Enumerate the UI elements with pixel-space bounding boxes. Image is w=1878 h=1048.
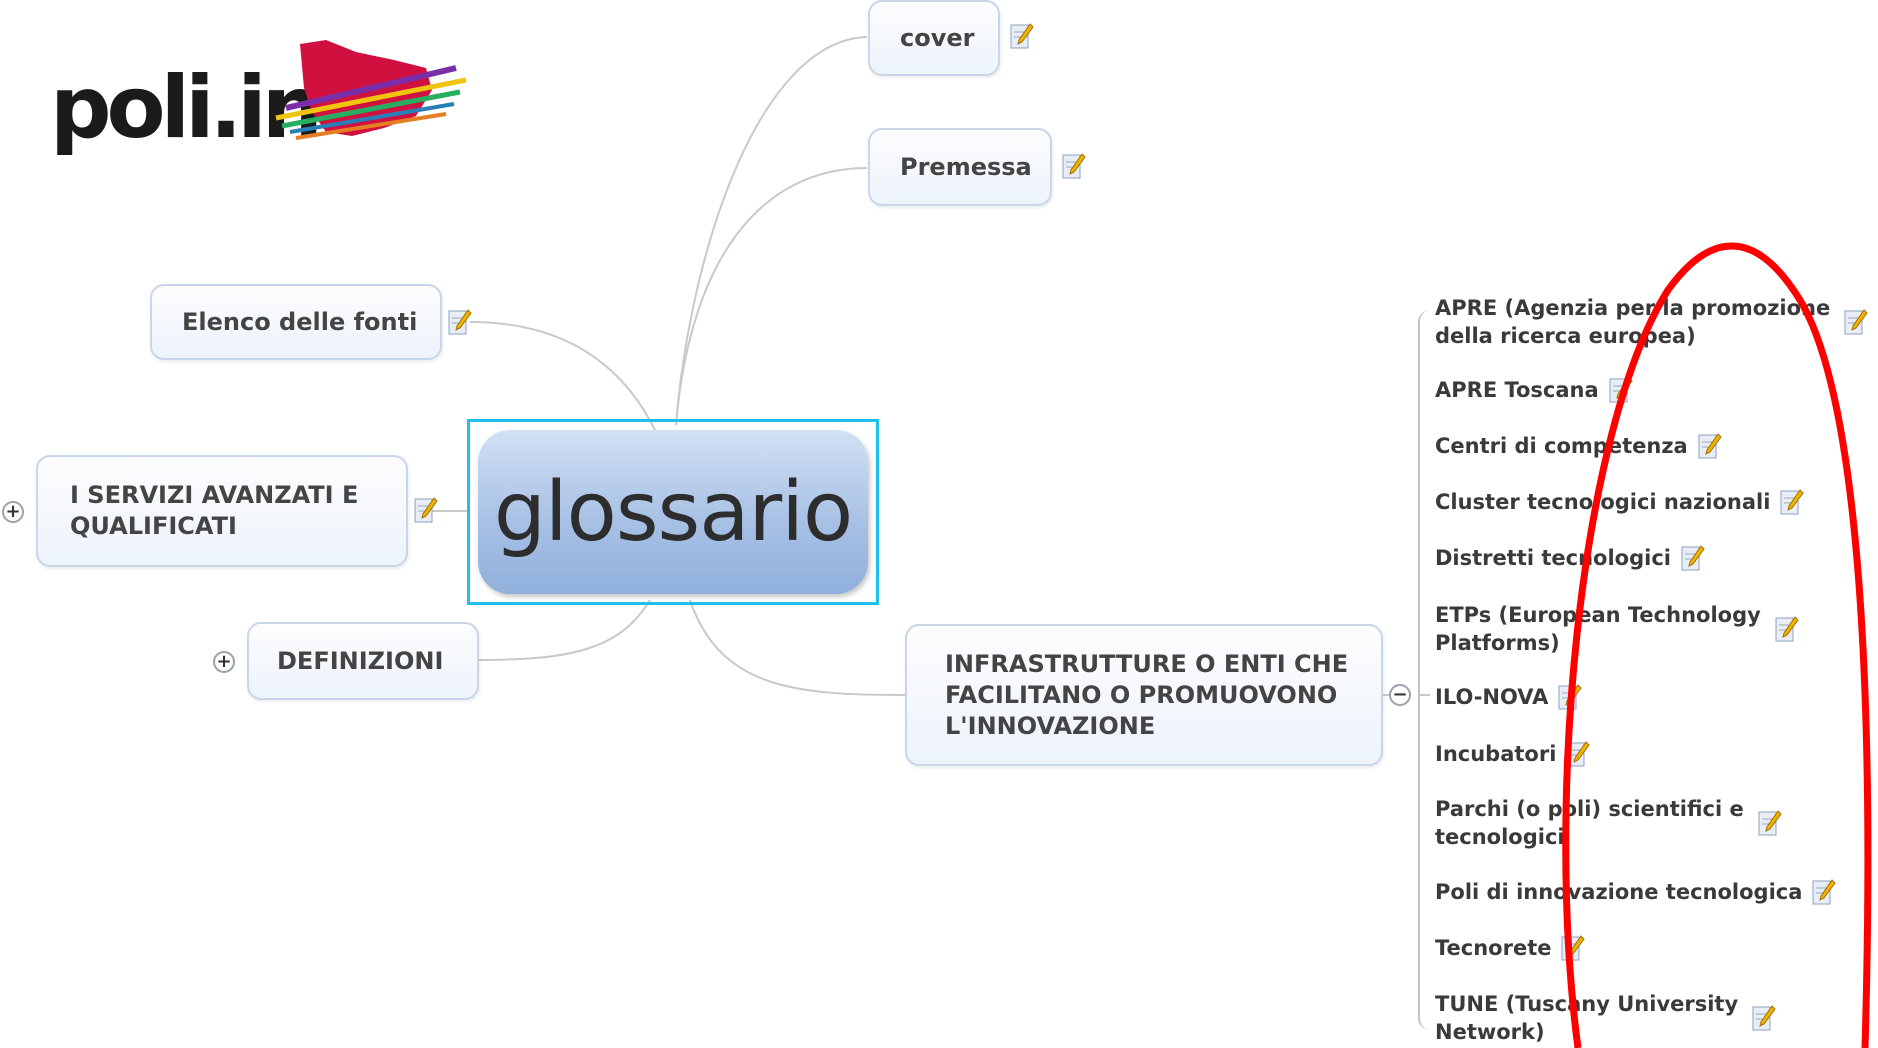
topic-cover[interactable]: cover xyxy=(868,0,1000,76)
subtopic-tune[interactable]: TUNE (Tuscany University Network) xyxy=(1435,990,1776,1046)
expand-toggle[interactable]: + xyxy=(213,651,235,673)
subtopic-label: Cluster tecnologici nazionali xyxy=(1435,490,1771,514)
subtopic-incubatori[interactable]: Incubatori xyxy=(1435,740,1591,768)
topic-definizioni[interactable]: DEFINIZIONI xyxy=(247,622,479,700)
subtopic-ilo-nova[interactable]: ILO-NOVA xyxy=(1435,683,1583,711)
subtopic-label: Incubatori xyxy=(1435,742,1557,766)
topic-label: Premessa xyxy=(900,152,1032,181)
subtopic-cluster-tecnologici[interactable]: Cluster tecnologici nazionali xyxy=(1435,488,1805,516)
subtopic-etps[interactable]: ETPs (European Technology Platforms) xyxy=(1435,601,1799,657)
subtopic-apre-toscana[interactable]: APRE Toscana xyxy=(1435,376,1633,404)
topic-elenco-delle-fonti[interactable]: Elenco delle fonti xyxy=(150,284,442,360)
topic-label: Elenco delle fonti xyxy=(182,307,418,336)
subtopic-distretti-tecnologici[interactable]: Distretti tecnologici xyxy=(1435,544,1705,572)
note-icon[interactable] xyxy=(1566,740,1591,768)
note-icon[interactable] xyxy=(1844,308,1868,336)
note-icon[interactable] xyxy=(1758,809,1782,837)
note-icon[interactable] xyxy=(1062,152,1086,180)
note-icon[interactable] xyxy=(414,496,438,524)
subtopic-tecnorete[interactable]: Tecnorete xyxy=(1435,934,1586,962)
tuscany-map-ribbon-icon xyxy=(275,40,467,140)
note-icon[interactable] xyxy=(1698,432,1722,460)
subtopic-label: APRE Toscana xyxy=(1435,378,1599,402)
subtopic-poli-di-innovazione[interactable]: Poli di innovazione tecnologica xyxy=(1435,878,1837,906)
topic-label: I SERVIZI AVANZATI E QUALIFICATI xyxy=(70,481,359,540)
topic-servizi-avanzati[interactable]: I SERVIZI AVANZATI E QUALIFICATI xyxy=(36,455,408,567)
logo-text: poli.in xyxy=(50,58,323,158)
note-icon[interactable] xyxy=(1812,878,1837,906)
note-icon[interactable] xyxy=(1780,488,1805,516)
subtopic-label: APRE (Agenzia per la promozione della ri… xyxy=(1435,296,1831,348)
subtopic-label: TUNE (Tuscany University Network) xyxy=(1435,992,1739,1044)
subtopic-apre[interactable]: APRE (Agenzia per la promozione della ri… xyxy=(1435,294,1868,350)
poli-in-logo: poli.in xyxy=(40,28,467,168)
subtopic-label: Centri di competenza xyxy=(1435,434,1688,458)
subtopic-label: Tecnorete xyxy=(1435,936,1552,960)
note-icon[interactable] xyxy=(1775,615,1799,643)
subtopic-parchi[interactable]: Parchi (o poli) scientifici e tecnologic… xyxy=(1435,795,1782,851)
note-icon[interactable] xyxy=(448,308,472,336)
subtopic-label: Parchi (o poli) scientifici e tecnologic… xyxy=(1435,797,1744,849)
collapse-toggle[interactable]: − xyxy=(1389,684,1411,706)
topic-label: INFRASTRUTTURE O ENTI CHE FACILITANO O P… xyxy=(945,649,1349,740)
central-topic-label: glossario xyxy=(493,464,853,560)
central-topic-glossario[interactable]: glossario xyxy=(467,419,879,605)
subtopic-label: Distretti tecnologici xyxy=(1435,546,1671,570)
subtopic-label: ETPs (European Technology Platforms) xyxy=(1435,603,1761,655)
topic-infrastrutture[interactable]: INFRASTRUTTURE O ENTI CHE FACILITANO O P… xyxy=(905,624,1383,766)
note-icon[interactable] xyxy=(1752,1004,1776,1032)
note-icon[interactable] xyxy=(1681,544,1705,572)
topic-label: DEFINIZIONI xyxy=(277,646,444,675)
subtopic-label: Poli di innovazione tecnologica xyxy=(1435,880,1803,904)
subtopic-centri-di-competenza[interactable]: Centri di competenza xyxy=(1435,432,1722,460)
topic-premessa[interactable]: Premessa xyxy=(868,128,1052,206)
note-icon[interactable] xyxy=(1609,376,1633,404)
note-icon[interactable] xyxy=(1561,934,1586,962)
note-icon[interactable] xyxy=(1010,22,1034,50)
subtopic-label: ILO-NOVA xyxy=(1435,685,1549,709)
central-topic-shape: glossario xyxy=(478,430,868,594)
expand-toggle[interactable]: + xyxy=(2,501,24,523)
note-icon[interactable] xyxy=(1558,683,1583,711)
topic-label: cover xyxy=(900,23,975,52)
subtopic-bracket xyxy=(1418,310,1432,1030)
